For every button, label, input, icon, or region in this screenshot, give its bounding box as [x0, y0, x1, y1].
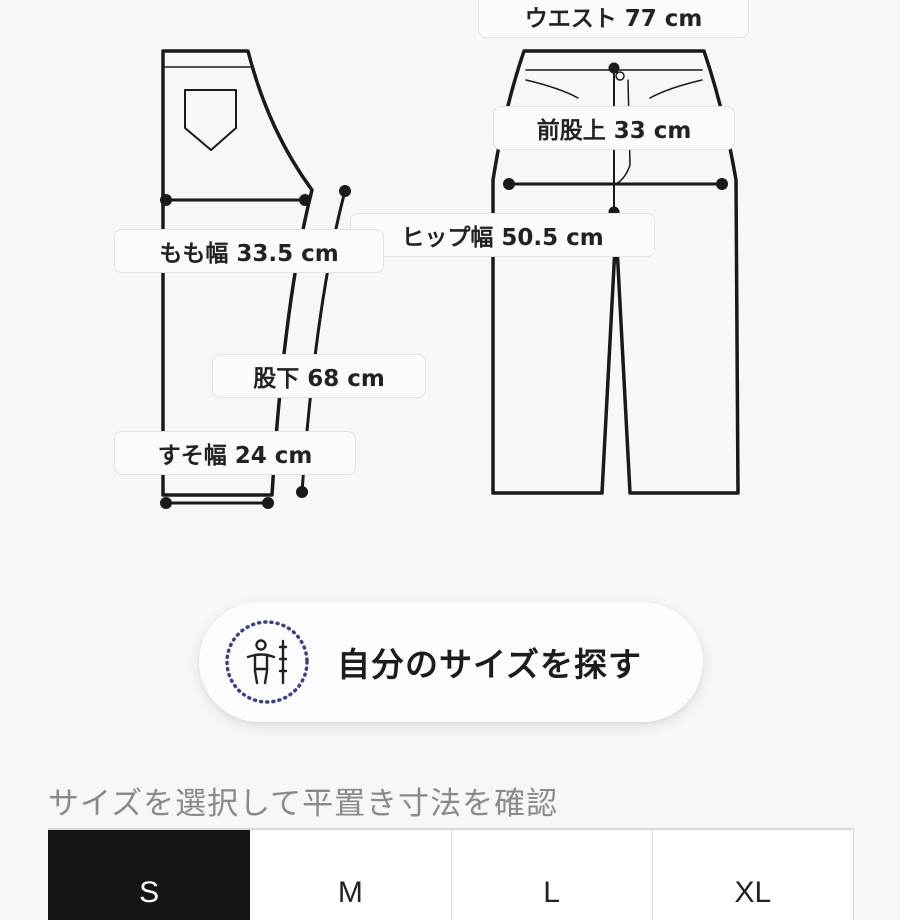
find-my-size-button[interactable]: 自分のサイズを探す — [199, 602, 703, 722]
hip-width-label: ヒップ幅 50.5 cm — [350, 213, 655, 257]
front-pocket-left — [525, 79, 579, 99]
waist-button — [615, 71, 625, 81]
size-tabs: S M L XL — [48, 828, 854, 920]
front-view-outline — [491, 49, 740, 495]
front-pocket-right — [649, 79, 703, 99]
size-select-caption: サイズを選択して平置き寸法を確認 — [48, 786, 559, 822]
size-tab-m[interactable]: M — [250, 830, 452, 920]
size-tab-s[interactable]: S — [48, 830, 251, 920]
pants-diagram — [160, 24, 740, 509]
side-view-outline — [161, 49, 314, 497]
size-tab-l[interactable]: L — [451, 830, 653, 920]
person-height-icon — [225, 620, 309, 704]
thigh-width-label: もも幅 33.5 cm — [114, 229, 384, 273]
waist-label: ウエスト 77 cm — [478, 0, 749, 38]
front-rise-label: 前股上 33 cm — [493, 106, 735, 150]
inseam-label: 股下 68 cm — [212, 354, 426, 398]
hem-width-label: すそ幅 24 cm — [114, 431, 356, 475]
find-my-size-label: 自分のサイズを探す — [337, 645, 643, 684]
size-tab-xl[interactable]: XL — [652, 830, 854, 920]
back-pocket — [184, 89, 237, 151]
